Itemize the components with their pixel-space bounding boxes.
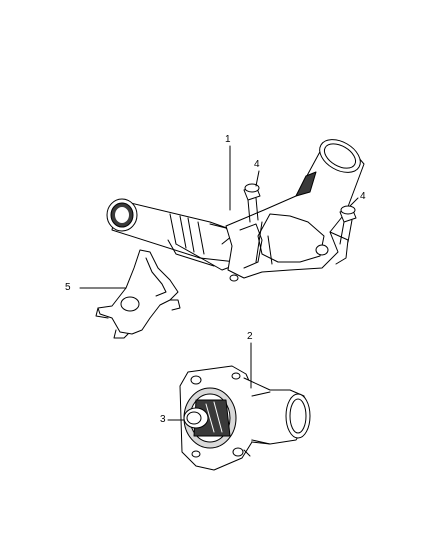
bracket-part-5 xyxy=(95,249,181,339)
pipe-part xyxy=(106,198,239,271)
leader-lines xyxy=(79,145,359,421)
outlet-housing-part-1 xyxy=(225,139,365,282)
bolt-part-4-right xyxy=(339,205,357,245)
callout-4-left: 4 xyxy=(254,159,260,170)
callout-3: 3 xyxy=(160,414,166,425)
callout-5: 5 xyxy=(65,282,71,293)
thermostat-part-3 xyxy=(183,387,237,449)
callout-2: 2 xyxy=(247,331,253,342)
callout-4-right: 4 xyxy=(360,191,366,202)
callout-1: 1 xyxy=(225,134,231,145)
